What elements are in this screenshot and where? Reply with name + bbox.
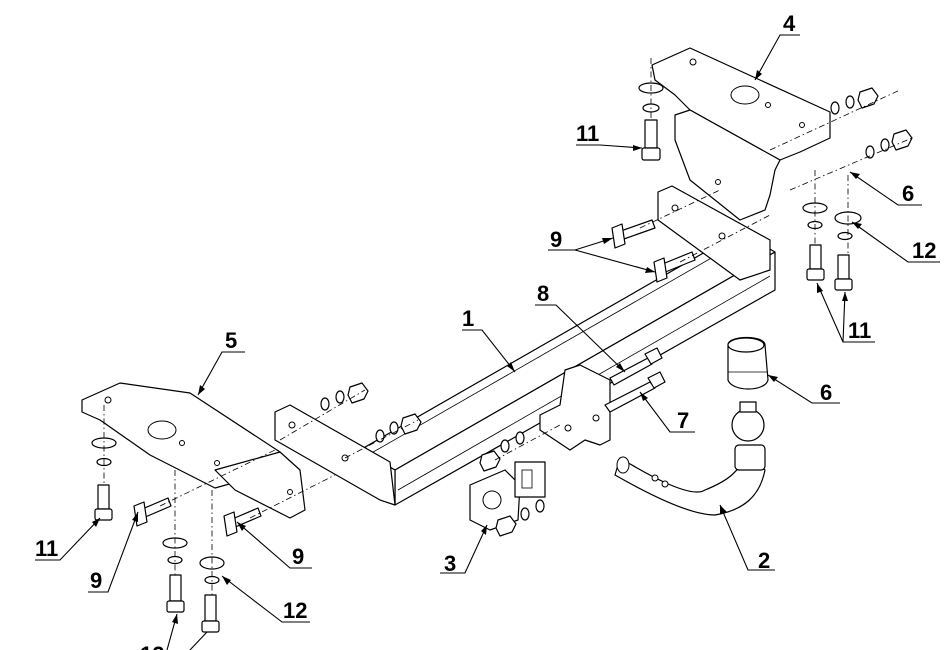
ball-cover (727, 336, 769, 390)
right-bracket (651, 47, 831, 221)
callout-labels: 1 2 3 4 5 6 6 7 8 9 9 9 11 11 11 12 12 1… (35, 11, 936, 650)
ball-neck (614, 401, 766, 516)
nut-stack-right-upper (830, 87, 879, 115)
right-end-plate (657, 185, 771, 281)
callout-11-right: 11 (848, 318, 871, 343)
socket-plate (469, 461, 546, 531)
callout-3: 3 (444, 551, 456, 576)
nut-stack-left-lower (375, 413, 422, 443)
callout-2: 2 (758, 548, 770, 573)
nut-stack-center (479, 431, 525, 472)
callout-1: 1 (462, 306, 474, 331)
assembly-axes (103, 58, 913, 595)
callout-9-lower-middle: 9 (292, 544, 304, 569)
callout-12-right: 12 (912, 238, 936, 263)
nut-stack-left-upper (320, 382, 369, 411)
bolt-9-upper-b (653, 251, 696, 283)
cross-beam (359, 231, 776, 506)
callout-8: 8 (537, 281, 549, 306)
callout-11-top: 11 (576, 121, 599, 146)
callout-4: 4 (783, 11, 796, 36)
callout-6-lower: 6 (820, 380, 832, 405)
callout-11-left: 11 (35, 536, 58, 561)
left-end-plate (274, 404, 396, 506)
callout-9-upper: 9 (550, 227, 562, 252)
callout-12-bottom-cut: 12 (140, 642, 164, 650)
bolt-9-upper-a (611, 219, 656, 249)
left-bracket (81, 382, 306, 519)
ball-mount-plate (539, 364, 611, 451)
bolt-8 (609, 347, 663, 386)
bolt-7 (604, 371, 666, 413)
callout-9-lower-left: 9 (90, 568, 102, 593)
callout-7: 7 (677, 408, 689, 433)
nut-stack-right-lower (865, 129, 913, 159)
nut-stack-socket (495, 499, 545, 537)
callout-leaders (35, 34, 940, 650)
callout-12-bottom: 12 (283, 598, 307, 623)
callout-6-upper: 6 (902, 181, 914, 206)
bolt-9-lower-b (223, 507, 262, 537)
bolt-11-right-a (802, 202, 828, 281)
bolt-11-top (638, 82, 664, 161)
bolt-9-lower-a (133, 497, 172, 527)
callout-5: 5 (225, 328, 237, 353)
bolt-11-right-b (834, 211, 862, 291)
